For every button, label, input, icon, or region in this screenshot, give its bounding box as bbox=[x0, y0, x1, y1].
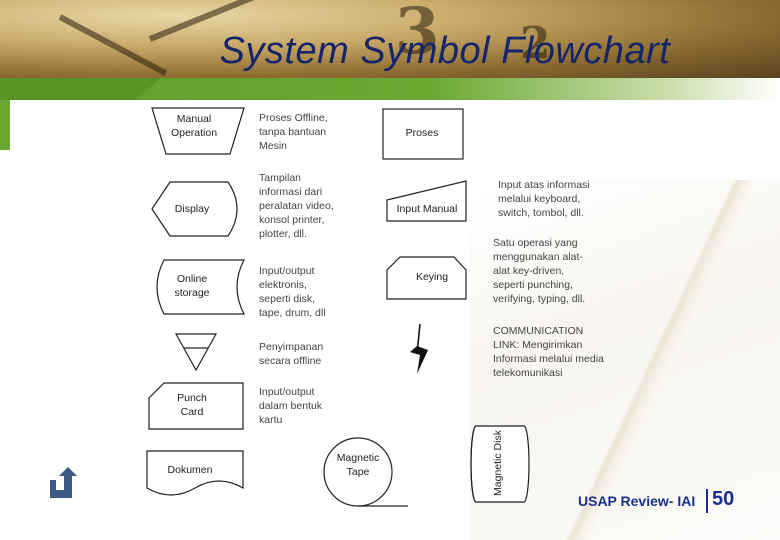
communication-link-desc: COMMUNICATION LINK: Mengirimkan Informas… bbox=[493, 324, 605, 380]
page-number: 50 bbox=[712, 488, 734, 511]
manual-operation-desc: Proses Offline, tanpa bantuan Mesin bbox=[259, 111, 345, 153]
page-title: System Symbol Flowchart bbox=[0, 30, 780, 73]
online-storage-label: Online storage bbox=[166, 272, 218, 300]
offline-storage-desc: Penyimpanan secara offline bbox=[259, 340, 355, 368]
input-manual-desc: Input atas informasi melalui keyboard, s… bbox=[498, 178, 608, 220]
offline-storage-symbol bbox=[174, 332, 218, 372]
display-desc: Tampilan informasi dari peralatan video,… bbox=[259, 171, 339, 241]
punch-card-desc: Input/output dalam bentuk kartu bbox=[259, 385, 339, 427]
return-arrow-icon[interactable] bbox=[44, 466, 78, 502]
dokumen-label: Dokumen bbox=[158, 463, 222, 477]
communication-link-symbol bbox=[406, 322, 430, 378]
manual-operation-label: Manual Operation bbox=[162, 112, 226, 140]
proses-label: Proses bbox=[382, 126, 462, 140]
keying-desc: Satu operasi yang menggunakan alat-alat … bbox=[493, 236, 597, 306]
side-tab bbox=[0, 100, 10, 150]
display-label: Display bbox=[162, 202, 222, 216]
footer-divider bbox=[706, 489, 708, 513]
punch-card-label: Punch Card bbox=[168, 391, 216, 419]
magnetic-disk-label: Magnetic Disk bbox=[492, 430, 504, 496]
footer-text: USAP Review- IAI bbox=[578, 493, 695, 509]
header-tab bbox=[0, 78, 160, 100]
magnetic-tape-label: Magnetic Tape bbox=[334, 451, 382, 479]
input-manual-label: Input Manual bbox=[386, 202, 468, 216]
online-storage-desc: Input/output elektronis, seperti disk, t… bbox=[259, 264, 337, 320]
keying-label: Keying bbox=[394, 270, 470, 284]
